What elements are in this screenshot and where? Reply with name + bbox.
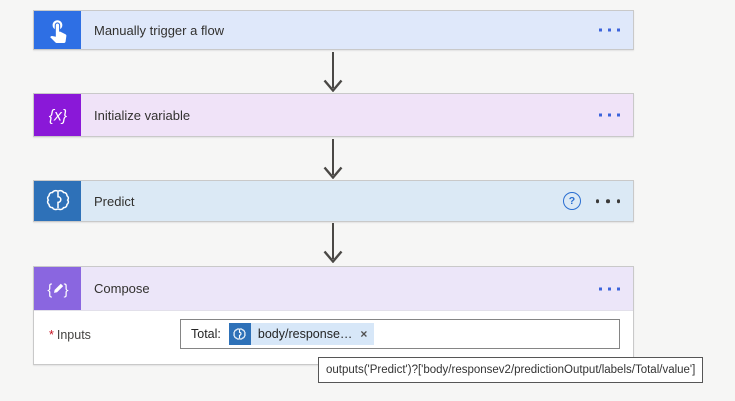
inputs-label: *Inputs <box>49 328 91 342</box>
remove-token-icon[interactable]: × <box>360 327 368 341</box>
connector-arrow <box>323 223 343 263</box>
ai-builder-brain-icon <box>228 323 251 345</box>
trigger-card[interactable]: Manually trigger a flow <box>33 10 634 50</box>
compose-parameters: *Inputs Total: body/response… × <box>34 310 633 364</box>
dynamic-content-token[interactable]: body/response… × <box>228 323 375 345</box>
inputs-field[interactable]: Total: body/response… × <box>180 319 620 349</box>
brace-close-glyph: } <box>63 282 68 298</box>
compose-card[interactable]: { } Compose *Inputs Total: <box>33 266 634 365</box>
step-title: Compose <box>94 281 150 296</box>
expression-tooltip: outputs('Predict')?['body/responsev2/pre… <box>318 357 704 383</box>
predict-card[interactable]: Predict ? <box>33 180 634 222</box>
connector-arrow <box>323 139 343 179</box>
more-options-button[interactable] <box>599 28 620 32</box>
variable-icon: {x} <box>34 94 81 136</box>
step-title: Predict <box>94 193 135 209</box>
compose-braces-pencil-icon: { } <box>34 267 81 310</box>
more-options-button[interactable] <box>599 113 620 117</box>
brace-open-glyph: { <box>47 282 52 298</box>
hand-tap-icon <box>34 11 81 49</box>
required-marker: * <box>49 328 54 342</box>
step-title: Manually trigger a flow <box>94 22 225 38</box>
input-text-value[interactable]: Total: <box>191 327 221 341</box>
more-options-button[interactable] <box>595 199 620 203</box>
initialize-variable-card[interactable]: {x} Initialize variable <box>33 93 634 137</box>
variable-glyph: {x} <box>48 107 67 124</box>
more-options-button[interactable] <box>599 287 620 290</box>
step-title: Initialize variable <box>94 107 191 123</box>
connector-arrow <box>323 52 343 92</box>
ai-builder-brain-icon <box>34 181 81 221</box>
help-button[interactable]: ? <box>563 192 581 210</box>
token-label: body/response… <box>257 327 353 341</box>
